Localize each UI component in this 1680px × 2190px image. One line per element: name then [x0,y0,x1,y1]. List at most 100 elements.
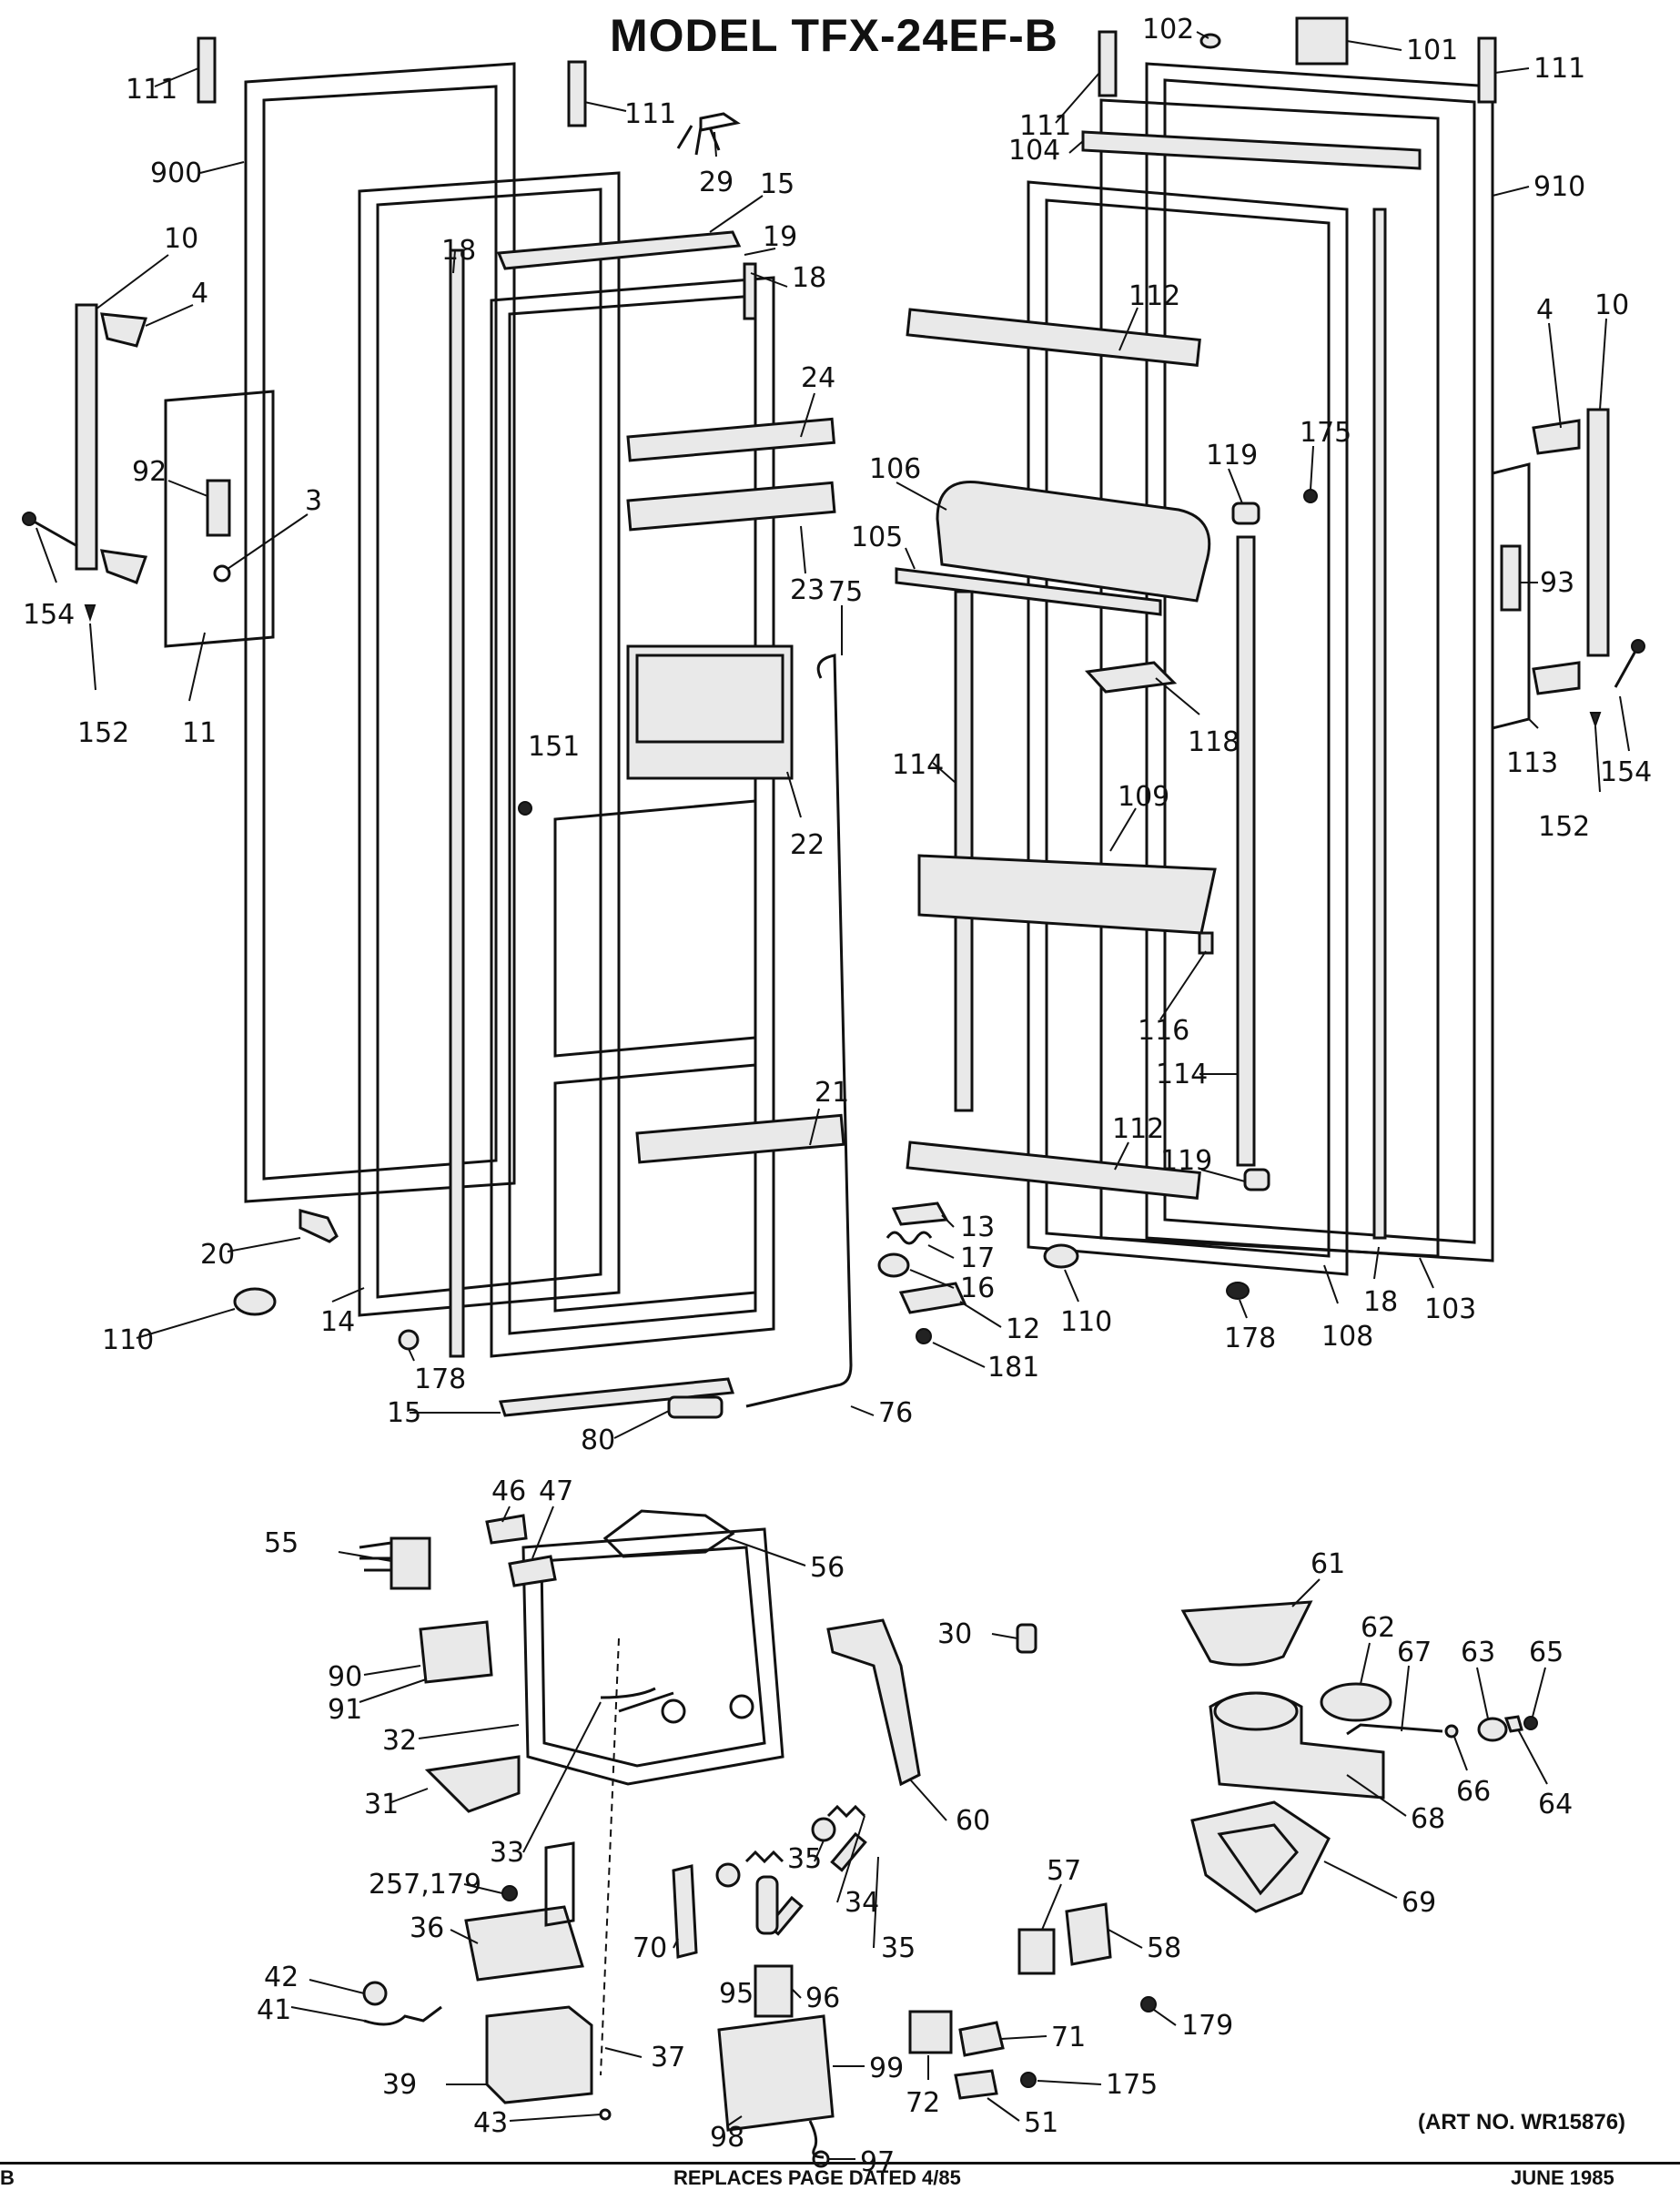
callout: 110 [102,1324,154,1356]
callout: 154 [1600,756,1652,788]
callout: 15 [387,1397,421,1429]
callout: 32 [382,1725,417,1757]
callout: 71 [1051,2022,1086,2053]
callout: 98 [710,2122,744,2154]
callout: 21 [815,1077,849,1109]
callout: 69 [1402,1887,1436,1919]
fresh-food-door-assembly [877,16,1645,1344]
callout: 51 [1024,2107,1058,2139]
callout: 19 [763,221,797,253]
callout: 12 [1006,1313,1040,1345]
callout: 55 [264,1527,299,1559]
callout: 3 [305,485,322,517]
callout: 34 [845,1887,879,1919]
callout: 37 [651,2042,685,2073]
callout: 104 [1008,135,1060,167]
callout: 41 [257,1994,291,2026]
callout: 68 [1411,1803,1445,1835]
callout: 11 [182,717,217,749]
callout: 24 [801,362,835,394]
callout: 113 [1506,747,1558,779]
callout: 99 [869,2053,904,2084]
callout: 46 [491,1475,526,1507]
callout: 154 [23,599,75,631]
callout: 61 [1311,1548,1345,1580]
callout: 151 [528,731,580,763]
callout: 18 [792,262,826,294]
leader-lines [35,31,1630,2160]
callout: 114 [892,749,944,781]
callout-labels: 111 900 10 4 92 3 154 152 11 18 29 15 19… [23,14,1652,2178]
page-letter: B [0,2166,15,2189]
callout: 16 [960,1272,995,1304]
callout: 43 [473,2107,508,2139]
callout: 35 [787,1843,822,1875]
callout: 30 [937,1618,972,1650]
callout: 179 [1181,2010,1233,2042]
callout: 119 [1160,1145,1212,1177]
callout: 64 [1538,1789,1573,1820]
callout: 109 [1118,781,1169,813]
art-number: (ART NO. WR15876) [1418,2110,1626,2134]
callout: 108 [1321,1321,1373,1353]
callout: 112 [1112,1113,1164,1145]
callout: 152 [1538,811,1590,843]
ice-crusher-assembly [1180,1600,1538,1913]
callout: 116 [1138,1015,1189,1047]
callout: 13 [960,1212,995,1243]
callout: 910 [1533,171,1585,203]
callout: 110 [1060,1306,1112,1338]
callout: 60 [956,1805,990,1837]
callout: 62 [1361,1612,1395,1644]
callout: 152 [77,717,129,749]
callout: 23 [790,574,825,606]
callout: 101 [1406,35,1458,66]
callout: 900 [150,157,202,189]
callout: 175 [1300,417,1351,449]
callout: 66 [1456,1776,1491,1808]
callout: 175 [1106,2069,1158,2101]
callout: 111 [1019,110,1071,142]
callout: 119 [1206,440,1258,471]
callout: 18 [441,235,476,267]
callout: 15 [760,168,794,200]
callout: 14 [320,1306,355,1338]
callout: 118 [1188,726,1240,758]
callout: 181 [987,1352,1039,1384]
callout: 31 [364,1789,399,1820]
callout: 18 [1363,1286,1398,1318]
callout: 103 [1424,1293,1476,1325]
callout: 56 [810,1552,845,1584]
callout: 257,179 [369,1869,481,1901]
callout: 92 [132,456,167,488]
callout: 102 [1142,14,1194,46]
callout: 4 [1536,294,1553,326]
callout: 4 [191,278,208,309]
callout: 111 [624,98,676,130]
freezer-door-assembly [22,36,853,1419]
callout: 20 [200,1239,235,1271]
callout: 36 [410,1912,444,1944]
callout: 112 [1128,280,1180,312]
replaces-note: REPLACES PAGE DATED 4/85 [673,2166,961,2189]
dispenser-mechanism [359,1509,1157,2168]
revision-date: JUNE 1985 [1511,2166,1614,2189]
callout: 76 [878,1397,913,1429]
callout: 111 [126,74,177,106]
callout: 57 [1047,1855,1081,1887]
callout: 10 [1594,289,1629,321]
callout: 91 [328,1694,362,1726]
callout: 33 [490,1837,524,1869]
page-title: MODEL TFX-24EF-B [610,10,1058,61]
footer-divider [0,2162,1680,2165]
callout: 178 [1224,1323,1276,1354]
callout: 17 [960,1242,995,1274]
callout: 105 [851,522,903,553]
callout: 111 [1533,53,1585,85]
callout: 106 [869,453,921,485]
callout: 114 [1156,1059,1208,1090]
callout: 22 [790,829,825,861]
callout: 80 [581,1425,615,1456]
callout: 29 [699,167,734,198]
